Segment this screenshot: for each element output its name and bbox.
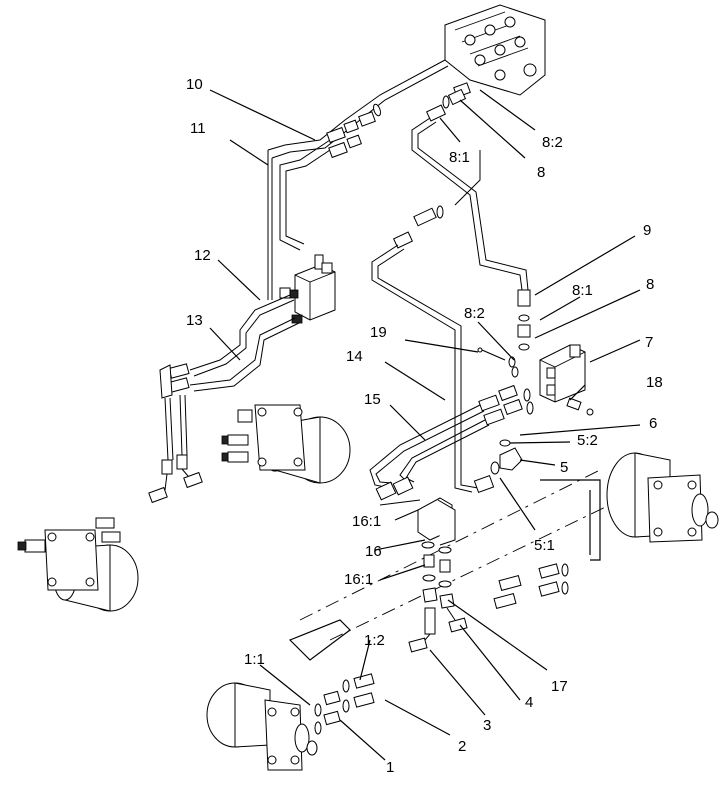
hose-15 xyxy=(369,384,534,501)
hose-8-9 xyxy=(411,88,531,351)
mounting-frame xyxy=(288,469,621,661)
control-valve-main xyxy=(444,4,546,98)
label-11: 11 xyxy=(190,120,206,137)
label-9: 9 xyxy=(643,222,651,239)
wheel-motor-center xyxy=(221,404,351,484)
label-6: 6 xyxy=(649,415,657,432)
label-1: 1 xyxy=(386,759,394,776)
valve-7 xyxy=(477,344,594,416)
label-16-1-lower: 16:1 xyxy=(344,571,373,588)
label-18: 18 xyxy=(646,374,663,391)
label-10: 10 xyxy=(186,76,203,93)
label-5-1: 5:1 xyxy=(534,537,555,554)
hose-10-11 xyxy=(267,59,449,300)
label-16-1-upper: 16:1 xyxy=(352,513,381,530)
label-12: 12 xyxy=(194,247,211,264)
label-16: 16 xyxy=(365,543,382,560)
wheel-motor-bottom xyxy=(206,673,375,771)
label-14: 14 xyxy=(346,348,363,365)
label-8-1-top: 8:1 xyxy=(449,149,470,166)
label-3: 3 xyxy=(483,717,491,734)
hose-14 xyxy=(371,150,495,494)
label-1-2: 1:2 xyxy=(364,632,385,649)
label-13: 13 xyxy=(186,312,203,329)
label-2: 2 xyxy=(458,738,466,755)
label-8-1-right: 8:1 xyxy=(572,282,593,299)
wheel-motor-right xyxy=(493,452,719,610)
label-8-2-top: 8:2 xyxy=(542,134,563,151)
flow-divider-12 xyxy=(279,254,336,324)
label-8-2-mid: 8:2 xyxy=(464,305,485,322)
label-8-top: 8 xyxy=(537,164,545,181)
label-1-1: 1:1 xyxy=(244,651,265,668)
callout-labels: 10 11 12 13 19 14 15 16:1 16 16:1 17 4 3… xyxy=(186,76,663,776)
label-8-right: 8 xyxy=(646,276,654,293)
label-7: 7 xyxy=(645,334,653,351)
label-5: 5 xyxy=(560,459,568,476)
label-4: 4 xyxy=(525,694,533,711)
label-17: 17 xyxy=(551,678,568,695)
label-19: 19 xyxy=(370,324,387,341)
leader-lines xyxy=(209,89,641,761)
elbow-fitting-5 xyxy=(490,439,523,475)
label-15: 15 xyxy=(364,391,381,408)
label-5-2: 5:2 xyxy=(577,432,598,449)
wheel-motor-left xyxy=(17,517,139,612)
hose-12-13 xyxy=(148,294,300,504)
tee-fittings-16-17 xyxy=(408,497,468,653)
